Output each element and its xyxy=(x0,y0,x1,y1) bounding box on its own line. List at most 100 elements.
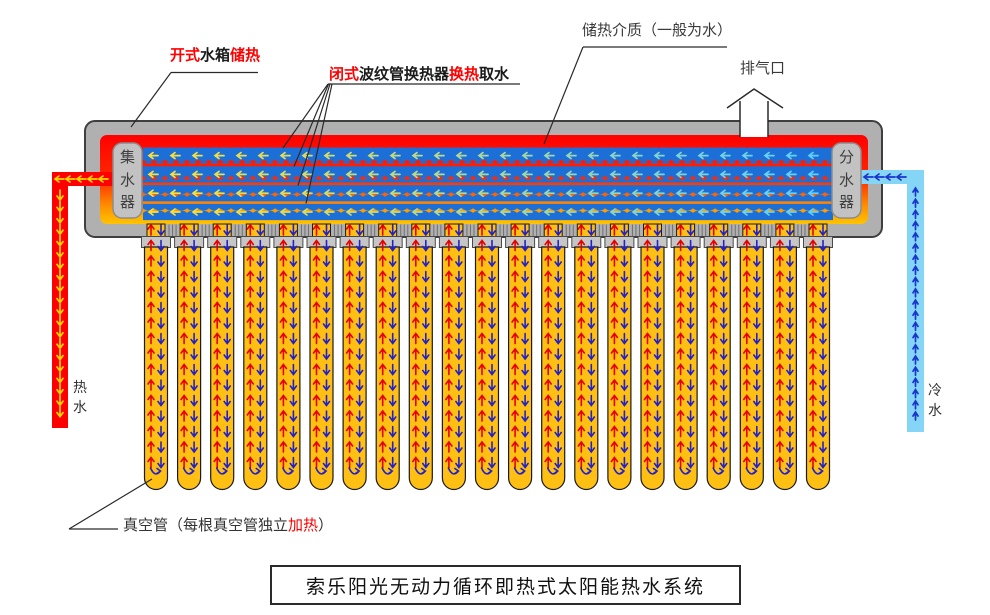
tube-down-flow-arrows xyxy=(223,224,231,469)
coil-flow-arrow xyxy=(433,189,445,198)
tube-turnaround-arrow xyxy=(249,467,262,475)
vacuum-tube-6 xyxy=(306,223,337,491)
tube-turnaround-arrow xyxy=(811,467,824,475)
coil-flow-arrow xyxy=(521,151,533,160)
tube-collar xyxy=(472,236,502,248)
vacuum-tube-21 xyxy=(803,223,833,491)
coil-flow-arrow xyxy=(169,170,181,179)
tube-up-flow-arrows xyxy=(776,223,784,469)
coil-flow-arrow xyxy=(719,208,731,216)
coil-flow-arrow xyxy=(565,208,577,216)
coil-flow-arrow xyxy=(213,208,225,216)
coil-flow-arrow xyxy=(455,189,467,198)
tube-down-flow-arrows xyxy=(422,224,430,469)
coil-flow-arrow xyxy=(367,189,379,198)
tube-up-flow-arrows xyxy=(709,223,718,469)
label-part: 真空管（每根真空管独立 xyxy=(123,517,289,534)
vacuum-tube-11 xyxy=(472,223,502,491)
tube-turnaround-arrow xyxy=(381,467,394,475)
coil-flow-arrow xyxy=(587,208,599,216)
coil-flow-arrow xyxy=(675,151,687,160)
tube-up-flow-arrows xyxy=(809,223,817,469)
coil-flow-arrow xyxy=(785,151,797,160)
vacuum-tube-19 xyxy=(736,223,767,491)
coil-flow-arrow xyxy=(719,189,731,198)
label-open-tank-storage: 开式水箱储热 xyxy=(170,47,261,65)
coil-flow-arrow xyxy=(697,170,709,179)
coil-flow-arrow xyxy=(609,170,621,179)
tube-collar xyxy=(571,236,602,248)
coil-flow-arrow xyxy=(785,170,797,179)
coil-flow-arrow xyxy=(587,189,599,198)
coil-flow-arrow xyxy=(543,170,555,179)
coil-flow-arrow xyxy=(147,151,159,160)
coil-flow-arrow xyxy=(279,208,291,216)
tube-down-flow-arrows xyxy=(653,224,662,469)
coil-flow-arrow xyxy=(279,189,291,198)
coil-flow-arrow xyxy=(411,189,423,198)
coil-flow-arrow xyxy=(257,170,269,179)
vacuum-tube-16 xyxy=(637,223,668,491)
coil-flow-arrow xyxy=(631,208,643,216)
vacuum-tube-14 xyxy=(571,223,602,491)
coil-flow-arrow xyxy=(543,208,555,216)
tube-collar xyxy=(505,236,536,248)
tube-collar xyxy=(207,236,238,248)
coil-flow-arrow xyxy=(323,189,335,198)
coil-flow-arrow xyxy=(719,151,731,160)
vacuum-tube-5 xyxy=(273,223,304,491)
label-part: 储热 xyxy=(230,47,261,64)
tube-turnaround-arrow xyxy=(546,467,560,475)
coil-flow-arrow xyxy=(807,151,819,160)
coil-flow-arrow xyxy=(785,208,797,216)
coil-flow-arrow xyxy=(697,189,709,198)
tube-down-flow-arrows xyxy=(256,224,265,469)
tube-down-flow-arrows xyxy=(355,224,364,469)
vacuum-tube-20 xyxy=(769,223,800,491)
label-part: 闭式 xyxy=(329,66,360,83)
tube-turnaround-arrow xyxy=(480,467,493,475)
vacuum-tube-8 xyxy=(372,223,403,491)
hot-pipe-shape xyxy=(52,172,115,428)
tube-up-flow-arrows xyxy=(378,223,387,469)
vacuum-tube-18 xyxy=(703,223,734,491)
tube-down-flow-arrows xyxy=(322,224,331,469)
vacuum-tube-4 xyxy=(240,223,271,491)
coil-flow-arrow xyxy=(521,189,533,198)
tube-collar xyxy=(240,236,271,248)
label-hot-water: 热水 xyxy=(73,379,87,415)
coil-flow-arrow xyxy=(389,208,401,216)
label-part: 波纹管换热器 xyxy=(359,66,450,83)
coil-flow-arrow xyxy=(367,151,379,160)
label-part: 加热 xyxy=(288,517,319,534)
tube-down-flow-arrows xyxy=(587,224,596,469)
label-part: 换热 xyxy=(449,66,480,83)
coil-flow-arrow xyxy=(191,151,203,160)
coil-flow-arrow xyxy=(741,189,753,198)
tube-up-flow-arrows xyxy=(577,223,586,469)
coil-flow-arrow xyxy=(565,170,577,179)
coil-flow-arrow xyxy=(697,208,709,216)
vacuum-tube-7 xyxy=(339,223,370,491)
coil-flow-arrow xyxy=(653,208,665,216)
coil-flow-arrow xyxy=(323,151,335,160)
coil-flow-arrow xyxy=(191,189,203,198)
tube-up-flow-arrows xyxy=(676,223,685,469)
coil-flow-arrow xyxy=(477,151,489,160)
coil-flow-arrow xyxy=(741,170,753,179)
coil-flow-arrow xyxy=(653,189,665,198)
coil-flow-arrow xyxy=(389,189,401,198)
vacuum-tube-1 xyxy=(141,223,171,491)
tube-turnaround-arrow xyxy=(778,467,791,475)
tube-turnaround-arrow xyxy=(646,467,659,475)
coil-flow-arrow xyxy=(323,208,335,216)
collector-box xyxy=(112,142,143,219)
coil-flow-arrow xyxy=(543,189,555,198)
coil-flow-arrow xyxy=(191,208,203,216)
coil-flow-arrow xyxy=(147,170,159,179)
coil-flow-arrow xyxy=(609,151,621,160)
leader-line xyxy=(68,478,153,530)
tube-collar xyxy=(769,236,800,248)
label-part: ） xyxy=(318,517,334,534)
coil-flow-arrow xyxy=(169,189,181,198)
